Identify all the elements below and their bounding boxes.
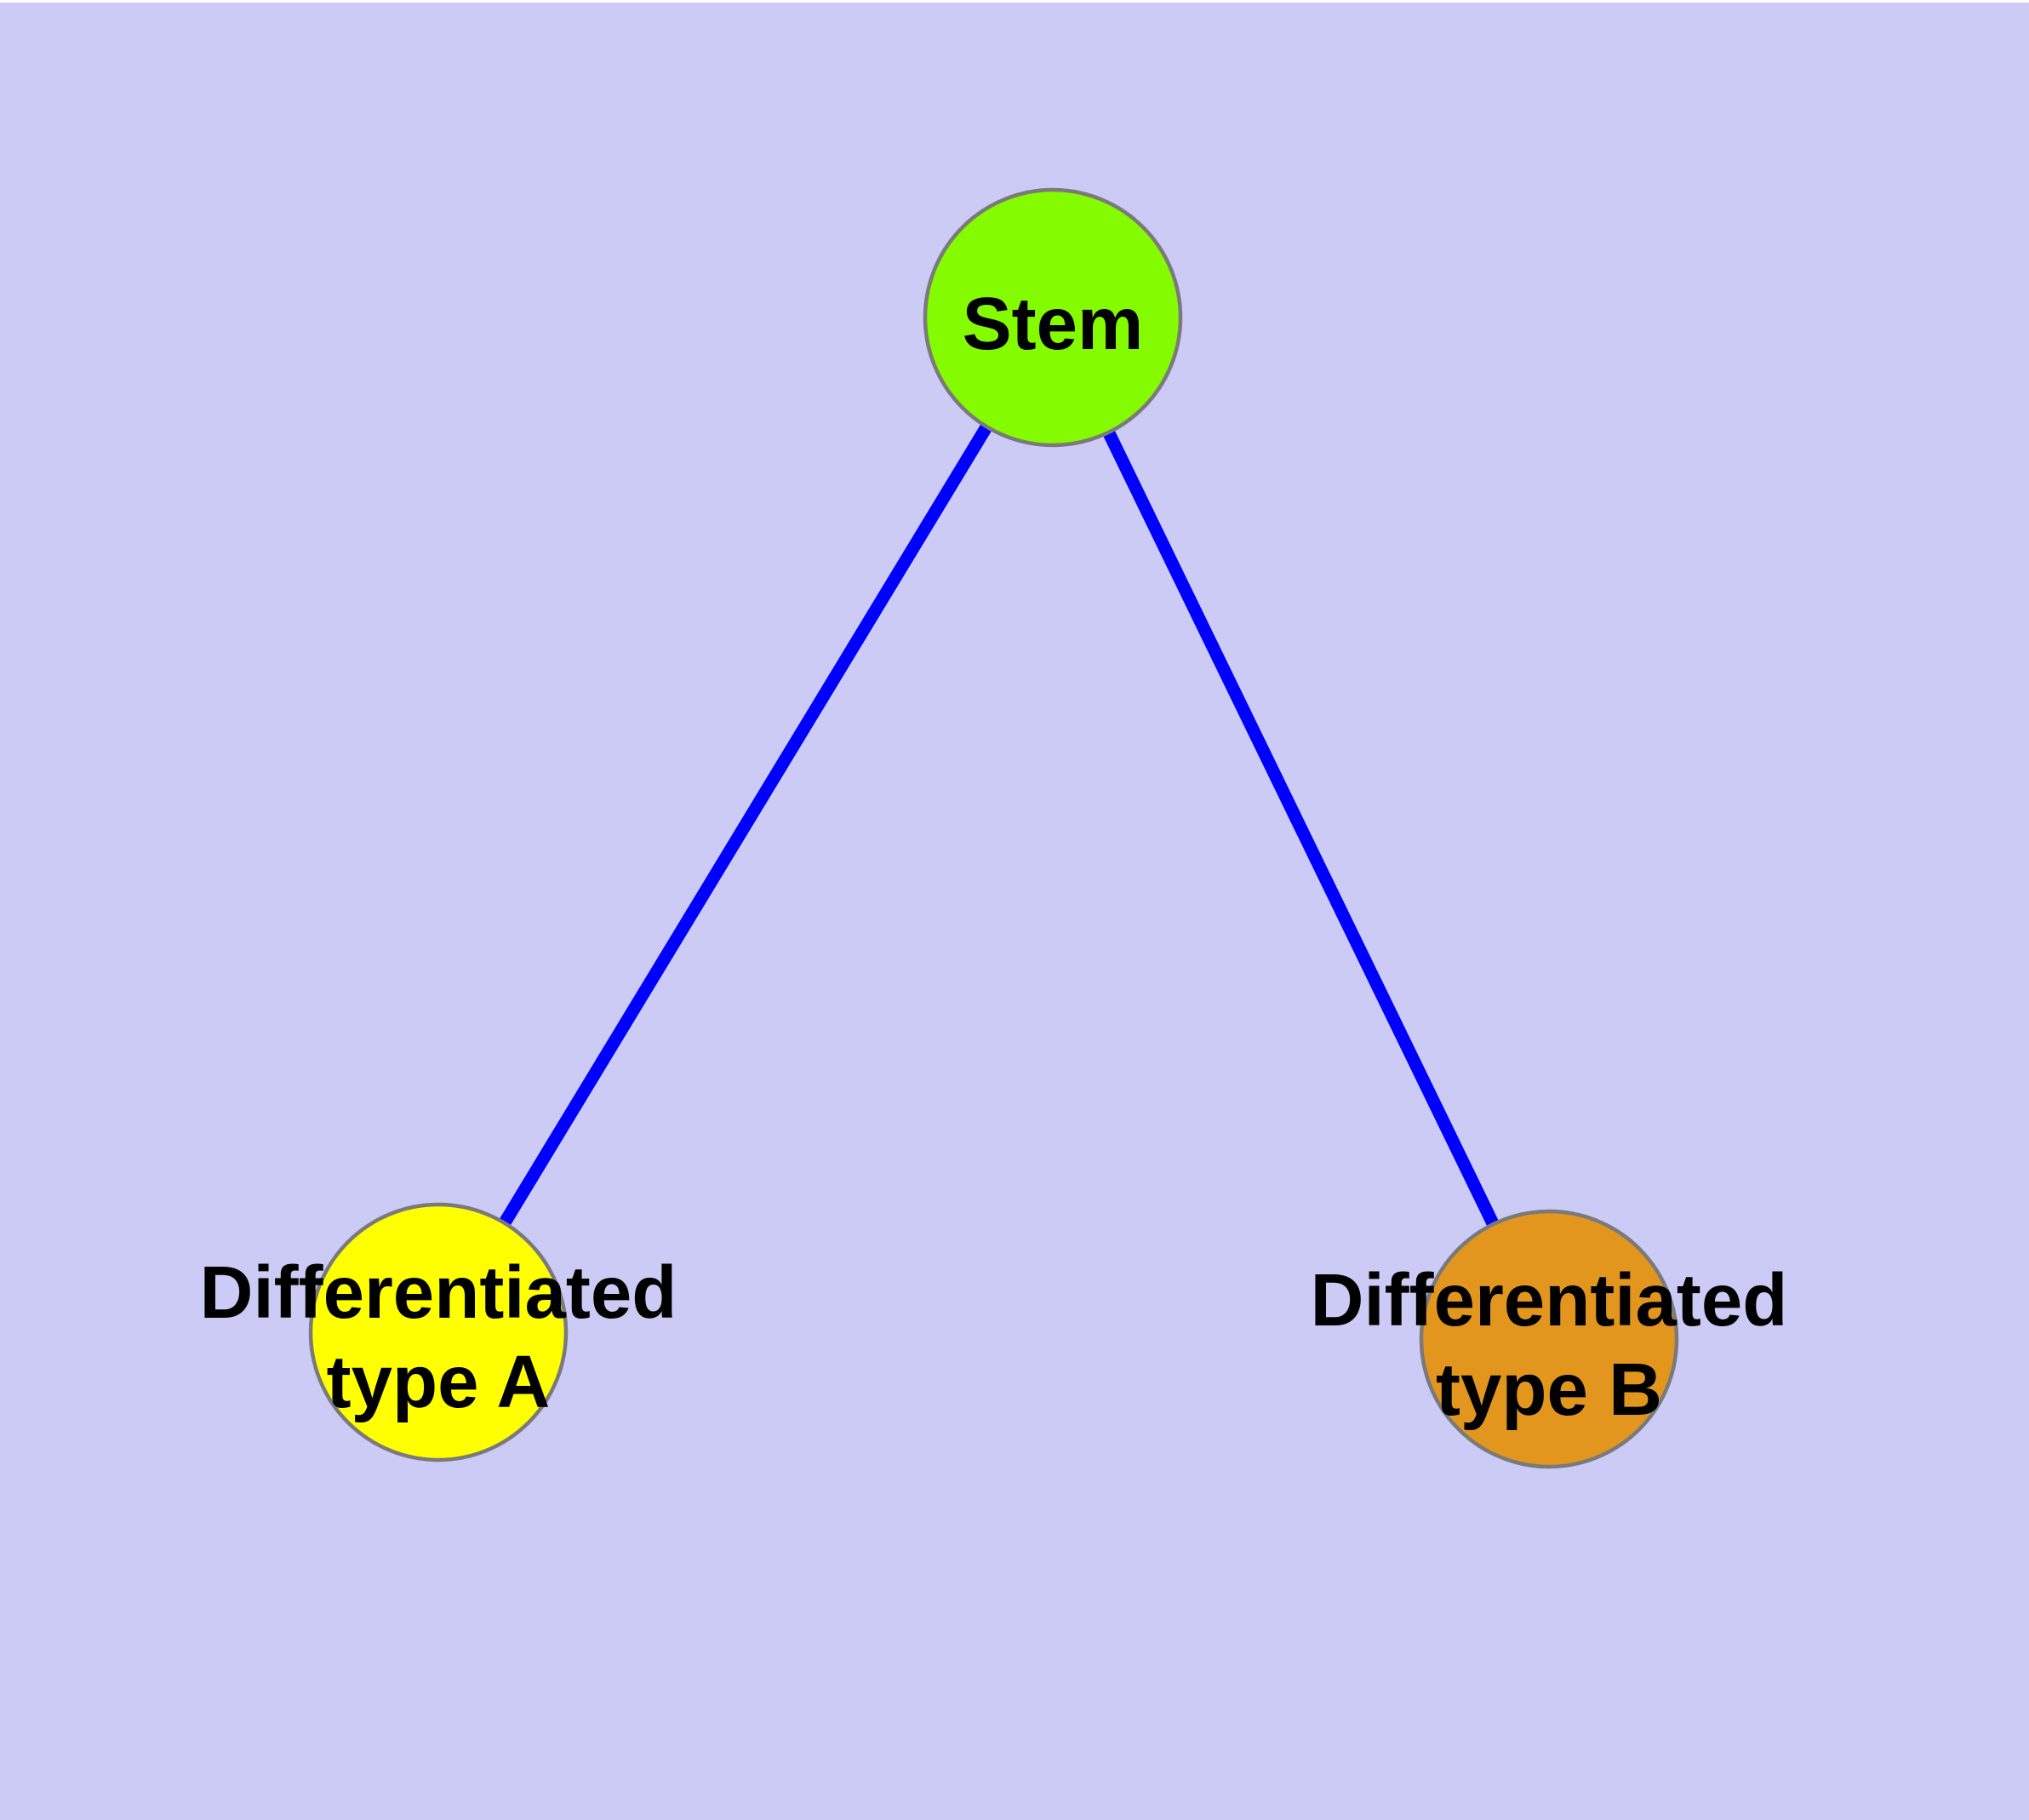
node-stem-circle (923, 187, 1183, 448)
edge-stem-to-type-b (1047, 314, 1555, 1342)
node-type-b-label-line-1: Differentiated (1311, 1259, 1788, 1342)
nodes-layer: Stem Differentiated type A Differentiate… (200, 187, 1788, 1469)
node-type-a-label-line-2: type A (327, 1341, 551, 1423)
node-type-a-label-line-1: Differentiated (200, 1251, 677, 1334)
node-differentiated-type-b: Differentiated type B (1311, 1209, 1788, 1469)
node-stem-label: Stem (963, 283, 1144, 365)
node-stem: Stem (923, 187, 1183, 448)
edge-stem-to-type-a (432, 314, 1059, 1336)
node-differentiated-type-a: Differentiated type A (200, 1202, 677, 1462)
node-type-a-circle (308, 1202, 569, 1462)
node-type-b-label-line-2: type B (1436, 1348, 1662, 1431)
node-type-b-circle (1419, 1209, 1679, 1469)
edges-layer (432, 314, 1555, 1342)
